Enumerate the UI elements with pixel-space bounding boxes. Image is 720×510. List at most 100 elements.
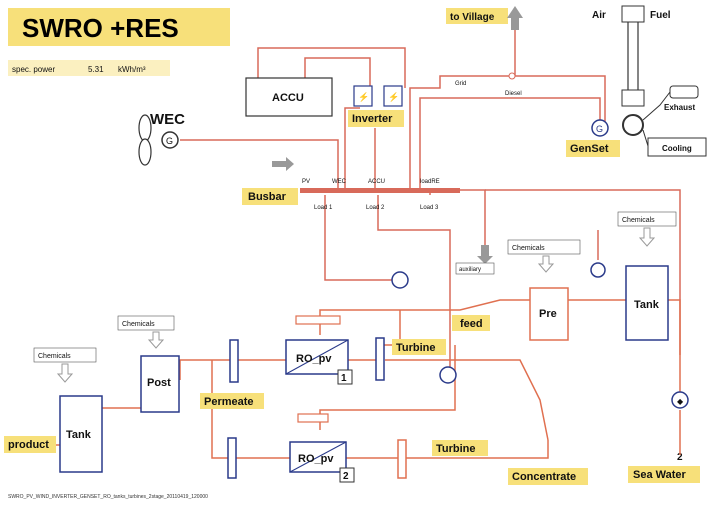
wire-accu-inverter-inner (304, 57, 371, 88)
accu-box (245, 77, 333, 117)
inverter-icon-1: ⚡ (358, 91, 369, 103)
chemicals-product-label: Chemicals (38, 353, 71, 360)
permeate-collector-1 (229, 339, 239, 383)
genset-label: GenSet (570, 143, 609, 155)
chemicals-pre-box (507, 239, 581, 255)
busbar-bar (300, 188, 460, 193)
air-label: Air (592, 10, 606, 21)
pipe-feed-ro1 (319, 309, 400, 335)
fuel-label: Fuel (650, 10, 671, 21)
diesel-label: Diesel (505, 91, 522, 97)
inverter-icon-2: ⚡ (388, 91, 399, 103)
genset-engine-icon (622, 114, 644, 136)
load2-label: Load 2 (366, 205, 385, 211)
genset-generator-glyph: G (596, 124, 603, 134)
turbine-2-label: Turbine (436, 443, 476, 455)
to-village-label: to Village (450, 12, 495, 23)
wire-load2 (377, 195, 451, 370)
pipe-pre-feed (400, 299, 530, 311)
tank-right (625, 265, 669, 341)
busbar-label-box (242, 188, 298, 205)
wire-load3 (429, 189, 486, 245)
exhaust-port-icon (669, 85, 699, 99)
wire-load1 (324, 195, 395, 281)
chemicals-post-arrow-icon (147, 331, 165, 349)
ro-pv-2-membrane (289, 441, 347, 473)
product-label: product (8, 439, 49, 451)
chemicals-product-arrow-icon (56, 363, 74, 383)
genset-filter (621, 89, 645, 107)
inverter-label: Inverter (352, 113, 393, 125)
sea-water-label-box (628, 466, 700, 483)
permeate-collector-2 (227, 437, 237, 479)
turbine-1-icon (375, 337, 385, 381)
footer-text: SWRO_PV_WIND_INVERTER_GENSET_RO_tanks_tu… (8, 494, 208, 500)
ro-pv-1-number-box (337, 369, 353, 385)
wire-grid (409, 75, 606, 190)
sea-pump-glyph: ◆ (677, 397, 684, 406)
chemicals-product-box (33, 347, 97, 363)
busbar-wec-label: WEC (332, 179, 347, 185)
permeate-label: Permeate (204, 396, 254, 408)
tank-left-label: Tank (66, 429, 92, 441)
to-village-box (446, 8, 508, 24)
load3-label: Load 3 (420, 205, 439, 211)
spec-power-unit: kWh/m³ (118, 65, 146, 74)
tank-left (59, 395, 103, 473)
inverter-unit-1 (353, 85, 373, 107)
wec-turbine-icon: G (138, 114, 179, 166)
pipe-turbine1-concentrate (385, 359, 549, 441)
up-arrow-icon (507, 6, 523, 30)
pv-arrow-icon (272, 157, 294, 171)
spec-power-label: spec. power (12, 65, 55, 74)
product-label-box (4, 436, 56, 453)
auxiliary-arrow-icon (477, 245, 493, 264)
exhaust-pipe (642, 91, 671, 121)
concentrate-label: Concentrate (512, 471, 576, 483)
chemicals-post-label: Chemicals (122, 321, 155, 328)
wire-inverter-busbar (344, 107, 360, 190)
sea-water-number: 2 (677, 452, 683, 463)
grid-switch-icon (508, 72, 516, 80)
turbine-2-label-box (432, 440, 488, 456)
cooling-pipe (642, 129, 649, 147)
turbine-1-label: Turbine (396, 342, 436, 354)
pipe-turbine2-concentrate (404, 440, 549, 459)
pre-label: Pre (539, 308, 557, 320)
busbar-label: Busbar (248, 191, 287, 203)
wire-diesel (419, 97, 601, 190)
cooling-label: Cooling (662, 144, 692, 153)
air-fuel-valve (621, 5, 645, 23)
wec-label: WEC (150, 111, 185, 128)
post-treatment-box (140, 355, 180, 413)
turbine-1-label-box (392, 339, 446, 355)
auxiliary-label: auxiliary (459, 267, 481, 273)
ro-pv-1-membrane (285, 339, 349, 375)
hp-pump-1-icon (391, 271, 409, 289)
tank-right-label: Tank (634, 299, 660, 311)
feed-label-box (452, 315, 490, 331)
feed-label: feed (460, 318, 483, 330)
svg-text:G: G (166, 136, 173, 146)
accu-label: ACCU (272, 92, 304, 104)
concentrate-label-box (508, 468, 588, 485)
chemicals-post-box (117, 315, 175, 331)
pre-pump-icon (590, 262, 606, 278)
chemicals-pre-label: Chemicals (512, 245, 545, 252)
busbar-loadre-label: loadRE (420, 179, 440, 185)
inverter-label-box (348, 110, 404, 127)
spec-power-value: 5.31 (88, 65, 104, 74)
title-box (8, 8, 230, 46)
pipe-sea-to-tank (668, 299, 681, 400)
cooling-box (647, 137, 707, 157)
pre-treatment-box (529, 287, 569, 341)
wire-wec-busbar (180, 139, 339, 190)
grid-label: Grid (455, 81, 466, 87)
chemicals-tank-label: Chemicals (622, 217, 655, 224)
busbar-pv-label: PV (302, 179, 310, 185)
permeate-label-box (200, 393, 264, 409)
wire-accu-inverter-top (257, 47, 406, 88)
chemicals-tank-arrow-icon (638, 227, 656, 247)
